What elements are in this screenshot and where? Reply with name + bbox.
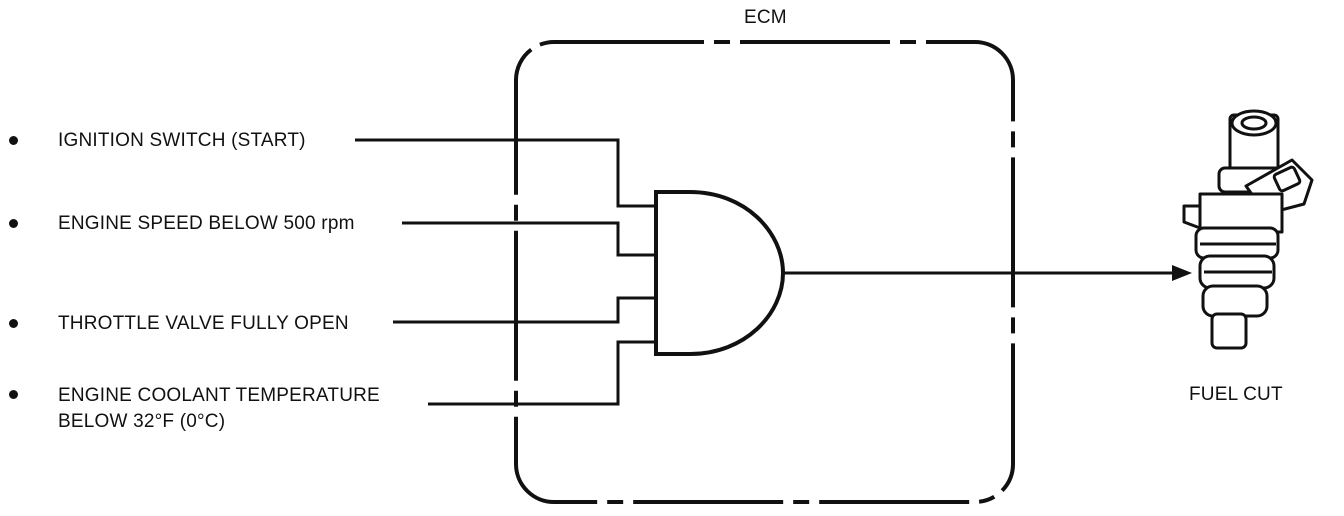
- bullet-icon: [9, 219, 18, 228]
- input-coolant-temp: ENGINE COOLANT TEMPERATURE: [58, 385, 380, 406]
- bullet-icon: [9, 136, 18, 145]
- arrow-head: [1172, 265, 1192, 281]
- input-throttle-valve: THROTTLE VALVE FULLY OPEN: [58, 313, 349, 334]
- bullet-icon: [9, 319, 18, 328]
- input-ignition-switch: IGNITION SWITCH (START): [58, 130, 306, 151]
- wire-engine-speed: [402, 221, 656, 257]
- ecm-label: ECM: [744, 7, 787, 28]
- wire-throttle-valve: [393, 296, 656, 324]
- fuel-injector-icon: [1182, 109, 1314, 350]
- and-gate: [654, 190, 786, 356]
- wire-ignition-switch: [355, 138, 656, 208]
- output-label: FUEL CUT: [1189, 384, 1283, 405]
- input-coolant-temp-line2: BELOW 32°F (0°C): [58, 411, 226, 432]
- bullet-icon: [9, 390, 18, 399]
- input-engine-speed: ENGINE SPEED BELOW 500 rpm: [58, 213, 355, 234]
- wire-coolant-temp: [428, 340, 656, 406]
